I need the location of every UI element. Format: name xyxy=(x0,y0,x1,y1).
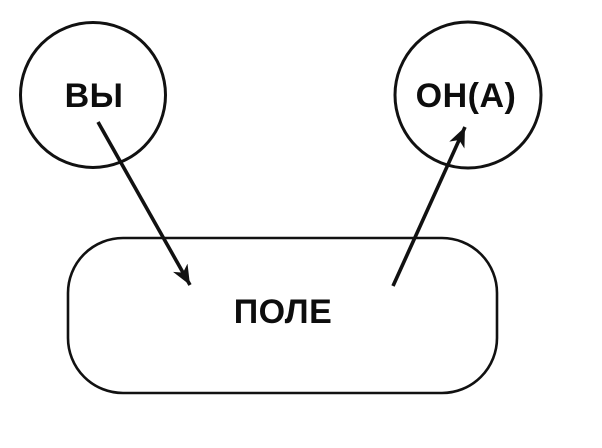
arrow-you-to-field xyxy=(96,121,192,286)
node-field-box xyxy=(66,236,499,395)
arrow-field-to-other xyxy=(391,126,467,287)
node-field-label: ПОЛЕ xyxy=(234,293,333,331)
node-you-circle xyxy=(19,21,167,169)
node-other-circle xyxy=(393,20,543,170)
node-you-label: ВЫ xyxy=(65,77,124,115)
node-other-label: ОН(А) xyxy=(416,77,517,115)
